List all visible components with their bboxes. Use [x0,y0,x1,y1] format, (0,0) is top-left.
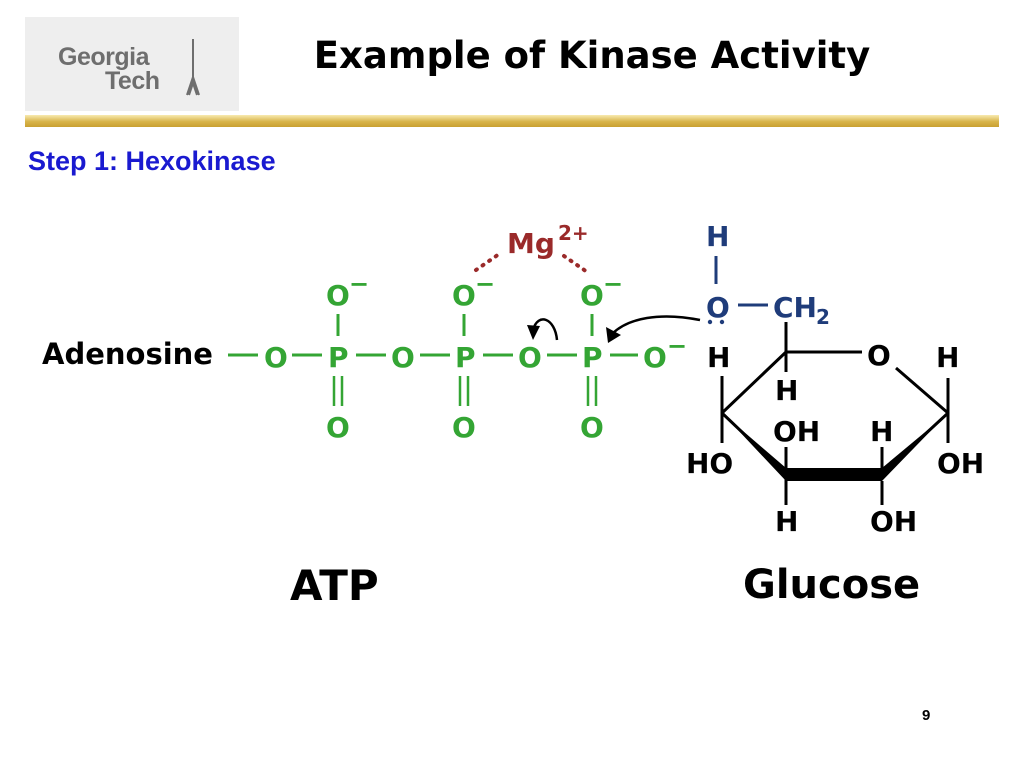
c2-hydrogen: H [870,415,893,448]
c3-hydrogen: H [775,505,798,538]
c4-hydrogen: H [707,341,730,374]
arrow-head [527,325,540,340]
ring-oxygen: O [867,339,891,372]
glucose-label: Glucose [743,562,920,608]
magnesium-charge: 2+ [558,221,589,245]
terminal-oxygen: O [643,341,667,374]
arrow-head [606,327,621,343]
pyranose-ring [720,350,950,476]
c3-hydroxyl: OH [773,415,820,448]
step-heading: Step 1: Hexokinase [28,146,276,176]
logo-line-1: Georgia [58,43,149,71]
logo-line-2: Tech [105,67,160,95]
adenosine-label: Adenosine [42,337,213,371]
gamma-oxide: O [580,279,604,312]
bridge-oxygen-1: O [264,341,288,374]
beta-oxo: O [452,411,476,444]
glucose-molecule: H O CH 2 O H H HO H OH H OH H OH [686,220,984,608]
slide-title: Example of Kinase Activity [313,34,871,77]
atp-label: ATP [290,561,379,610]
magnesium-symbol: Mg [507,227,555,260]
c1-hydroxyl: OH [937,447,984,480]
lone-pair [719,319,725,325]
alpha-oxide: O [326,279,350,312]
alpha-phosphorus: P [328,341,349,374]
alpha-oxo: O [326,411,350,444]
nucleophilic-attack-arrow [611,315,701,335]
coordination-dots-left [474,250,504,272]
bridge-oxygen-2: O [391,341,415,374]
c1-hydrogen: H [936,341,959,374]
bridge-oxygen-3: O [518,341,542,374]
methylene-subscript: 2 [816,305,830,329]
hydroxyl-hydrogen: H [706,220,729,253]
c2-hydroxyl: OH [870,505,917,538]
tech-tower-icon [186,39,200,96]
alpha-oxide-charge: − [349,270,369,298]
beta-oxide: O [452,279,476,312]
lone-pair [707,319,713,325]
magnesium-ion: Mg 2+ [474,221,592,276]
gamma-phosphorus: P [582,341,603,374]
beta-phosphorus: P [455,341,476,374]
c5-hydrogen: H [775,374,798,407]
coordination-dots-right [562,254,592,276]
ring-front-edge [722,413,948,481]
page-number: 9 [922,707,931,724]
hydroxyl-oxygen: O [706,291,730,324]
header-divider [25,115,999,127]
terminal-oxygen-charge: − [667,332,687,360]
beta-oxide-charge: − [475,270,495,298]
gamma-oxide-charge: − [603,270,623,298]
methylene-group: CH [773,291,817,324]
gamma-oxo: O [580,411,604,444]
georgia-tech-logo: Georgia Tech [25,17,239,111]
atp-molecule: Adenosine O P O P O P O − O − O − O − O … [42,270,687,610]
c4-hydroxyl: HO [686,447,733,480]
